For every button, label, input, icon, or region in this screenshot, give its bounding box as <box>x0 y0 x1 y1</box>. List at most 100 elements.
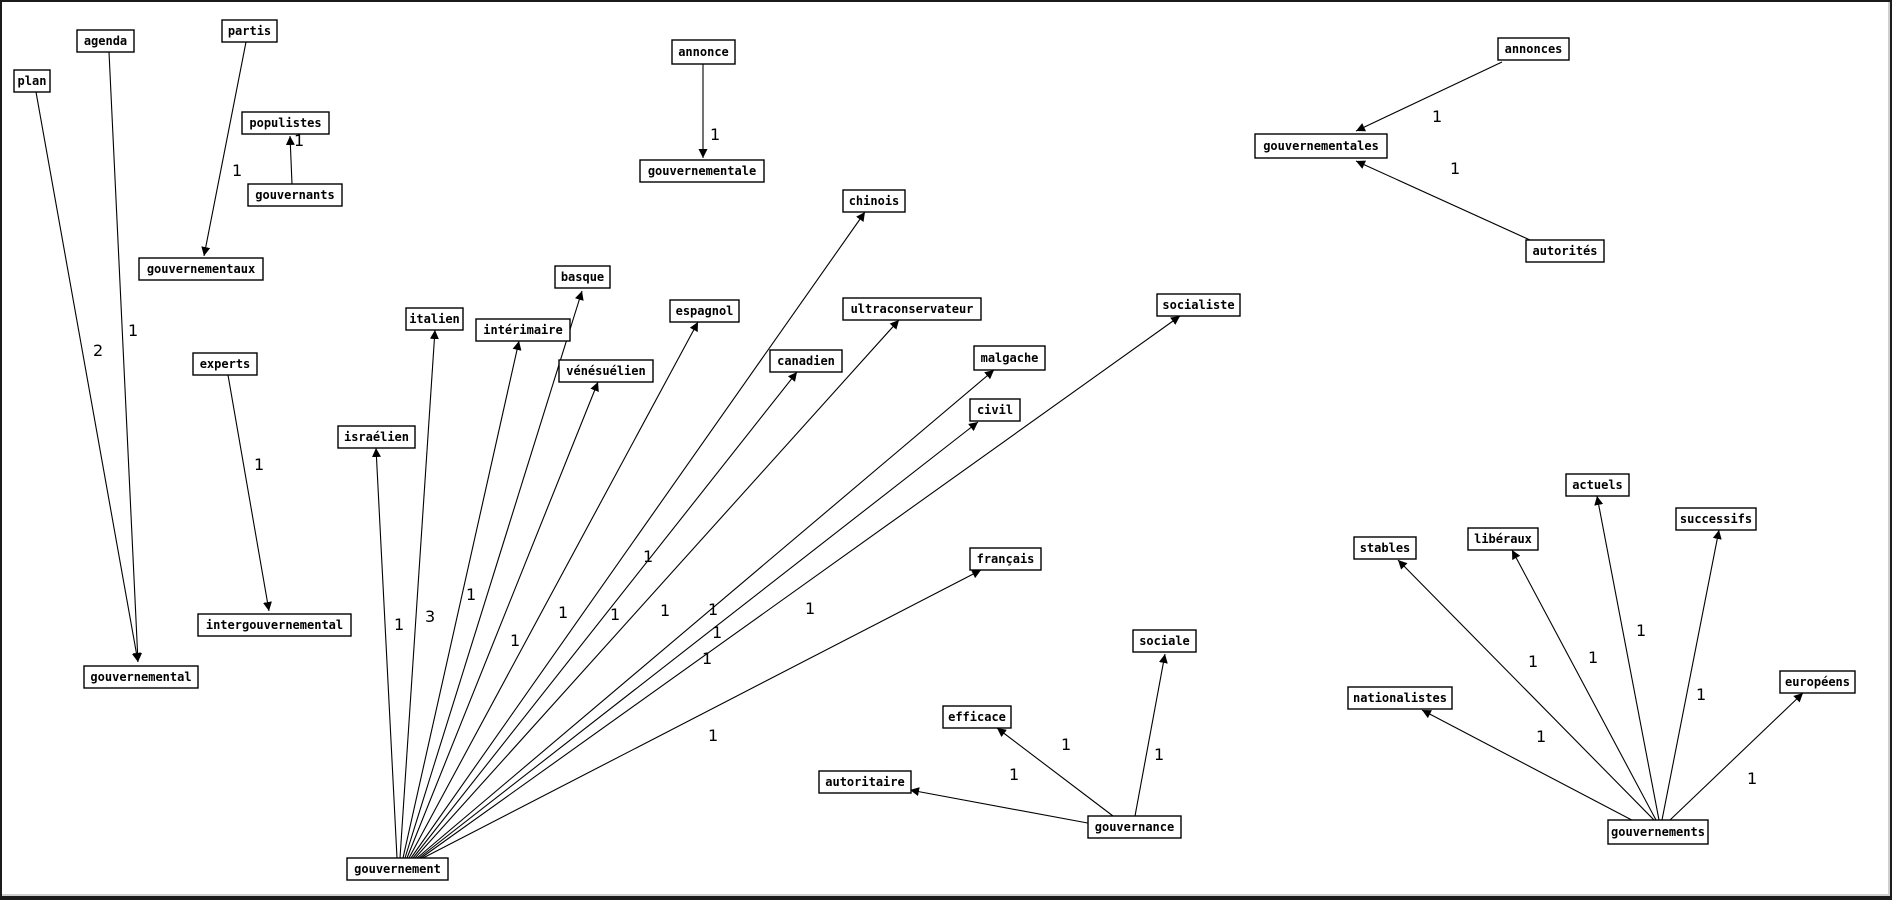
node-label: stables <box>1360 541 1411 555</box>
node-interimaire[interactable]: intérimaire <box>475 318 571 342</box>
node-label: intergouvernemental <box>206 618 343 632</box>
node-autoritaire[interactable]: autoritaire <box>818 770 912 794</box>
node-europeens[interactable]: européens <box>1779 670 1856 694</box>
node-venezuelien[interactable]: vénésuélien <box>558 359 654 383</box>
edge-weight-gouvernement-to-espagnol: 1 <box>643 547 653 566</box>
edge-weight-gouvernement-to-basque: 1 <box>510 631 520 650</box>
edge-weight-gouvernants-to-populistes: 1 <box>294 131 304 150</box>
node-gouvernementales[interactable]: gouvernementales <box>1254 133 1388 159</box>
node-box <box>1156 293 1241 317</box>
node-annonces[interactable]: annonces <box>1497 37 1570 61</box>
node-label: gouvernementales <box>1263 139 1379 153</box>
edge-weight-gouvernement-to-francais: 1 <box>708 726 718 745</box>
node-label: plan <box>18 74 47 88</box>
node-label: sociale <box>1139 634 1190 648</box>
node-box <box>197 613 352 637</box>
node-chinois[interactable]: chinois <box>842 189 906 213</box>
edge-weight-agenda-to-gouvernemental: 1 <box>128 321 138 340</box>
node-label: gouvernement <box>354 862 441 876</box>
node-canadien[interactable]: canadien <box>769 349 843 373</box>
node-box <box>842 297 982 321</box>
node-actuels[interactable]: actuels <box>1565 473 1630 497</box>
edge-weight-gouvernement-to-civil: 1 <box>702 649 712 668</box>
edge-gouvernement-to-venezuelien <box>406 381 599 859</box>
node-gouvernants[interactable]: gouvernants <box>247 183 343 207</box>
node-label: français <box>977 552 1035 566</box>
node-label: populistes <box>249 116 321 130</box>
node-box <box>221 19 278 43</box>
node-box <box>1675 507 1757 531</box>
node-label: partis <box>228 24 271 38</box>
edge-gouvernement-to-socialiste <box>420 315 1181 859</box>
edge-weight-annonces-to-gouvernementales: 1 <box>1432 107 1442 126</box>
edge-weight-gouvernements-to-stables: 1 <box>1528 652 1538 671</box>
edge-gouvernants-to-populistes <box>285 135 295 185</box>
node-nationalistes[interactable]: nationalistes <box>1347 686 1453 710</box>
edge-gouvernement-to-israelien <box>371 447 398 859</box>
node-autorites[interactable]: autorités <box>1525 239 1605 263</box>
node-label: civil <box>977 403 1013 417</box>
node-plan[interactable]: plan <box>13 69 51 93</box>
node-annonce[interactable]: annonce <box>671 39 736 65</box>
node-box <box>346 857 449 881</box>
node-espagnol[interactable]: espagnol <box>669 299 740 323</box>
node-label: gouvernemental <box>90 670 191 684</box>
node-box <box>639 159 765 183</box>
node-civil[interactable]: civil <box>969 398 1021 422</box>
node-stables[interactable]: stables <box>1353 536 1417 560</box>
node-malgache[interactable]: malgache <box>973 345 1046 371</box>
node-label: gouvernements <box>1611 825 1705 839</box>
edge-gouvernement-to-italien <box>399 329 439 859</box>
edge-weight-gouvernement-to-israelien: 1 <box>394 615 404 634</box>
node-label: basque <box>561 270 604 284</box>
node-agenda[interactable]: agenda <box>76 29 135 53</box>
node-gouvernemental[interactable]: gouvernemental <box>83 665 199 689</box>
node-sociale[interactable]: sociale <box>1132 629 1197 653</box>
edge-gouvernements-to-actuels <box>1594 495 1660 821</box>
edge-weight-gouvernement-to-italien: 3 <box>425 607 435 626</box>
node-gouvernement[interactable]: gouvernement <box>346 857 449 881</box>
node-box <box>769 349 843 373</box>
node-label: annonces <box>1505 42 1563 56</box>
edge-gouvernement-to-civil <box>418 421 979 859</box>
node-box <box>337 425 416 449</box>
node-box <box>942 705 1012 729</box>
node-intergouvernemental[interactable]: intergouvernemental <box>197 613 352 637</box>
node-box <box>671 39 736 65</box>
node-liberaux[interactable]: libéraux <box>1467 527 1539 551</box>
node-italien[interactable]: italien <box>405 307 464 331</box>
node-label: gouvernementale <box>648 164 756 178</box>
edge-gouvernement-to-malgache <box>416 369 995 859</box>
node-experts[interactable]: experts <box>192 352 258 376</box>
node-efficace[interactable]: efficace <box>942 705 1012 729</box>
node-gouvernance[interactable]: gouvernance <box>1087 815 1182 839</box>
node-box <box>1132 629 1197 653</box>
node-box <box>1607 819 1709 845</box>
node-successifs[interactable]: successifs <box>1675 507 1757 531</box>
node-ultraconservateur[interactable]: ultraconservateur <box>842 297 982 321</box>
node-box <box>973 345 1046 371</box>
node-partis[interactable]: partis <box>221 19 278 43</box>
node-socialiste[interactable]: socialiste <box>1156 293 1241 317</box>
node-gouvernementaux[interactable]: gouvernementaux <box>138 257 264 281</box>
node-francais[interactable]: français <box>969 547 1042 571</box>
edge-weight-gouvernement-to-venezuelien: 1 <box>558 603 568 622</box>
node-basque[interactable]: basque <box>554 265 611 289</box>
edge-weight-gouvernements-to-actuels: 1 <box>1636 621 1646 640</box>
edge-weight-gouvernements-to-nationalistes: 1 <box>1536 727 1546 746</box>
node-populistes[interactable]: populistes <box>241 111 330 135</box>
edge-gouvernement-to-canadien <box>412 371 798 859</box>
node-israelien[interactable]: israélien <box>337 425 416 449</box>
node-box <box>1353 536 1417 560</box>
edge-weight-gouvernement-to-ultraconservateur: 1 <box>708 600 718 619</box>
edge-weight-partis-to-gouvernementaux: 1 <box>232 161 242 180</box>
node-gouvernements[interactable]: gouvernements <box>1607 819 1709 845</box>
node-box <box>818 770 912 794</box>
node-label: malgache <box>981 351 1039 365</box>
node-box <box>1347 686 1453 710</box>
node-gouvernementale[interactable]: gouvernementale <box>639 159 765 183</box>
edges <box>35 41 1804 859</box>
edge-autorites-to-gouvernementales <box>1355 160 1531 241</box>
